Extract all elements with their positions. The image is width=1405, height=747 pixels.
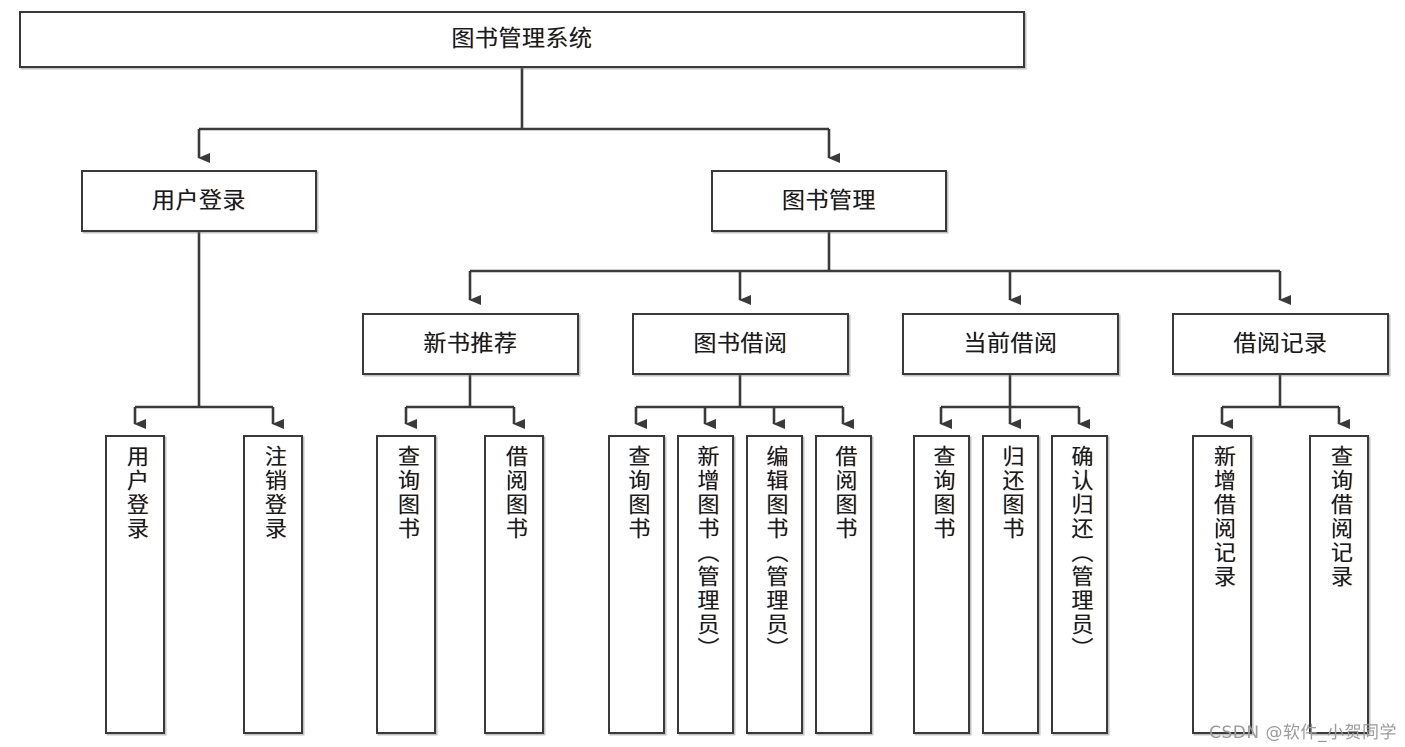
node-leaf-user-login-label: 用户登录	[123, 445, 148, 541]
node-leaf-edit-book-label: 编辑图书（管理员）	[762, 445, 788, 661]
node-current-borrow-label: 当前借阅	[963, 330, 1058, 357]
node-book-management[interactable]: 图书管理	[711, 170, 947, 232]
node-leaf-add-book-label: 新增图书（管理员）	[693, 445, 719, 661]
node-leaf-query-book-2-label: 查询图书	[624, 445, 650, 541]
node-leaf-logout[interactable]: 注销登录	[243, 435, 303, 734]
node-book-borrow-label: 图书借阅	[693, 330, 788, 357]
node-leaf-query-book-2[interactable]: 查询图书	[608, 435, 665, 734]
node-leaf-add-record-label: 新增借阅记录	[1210, 445, 1235, 589]
node-leaf-add-book[interactable]: 新增图书（管理员）	[677, 435, 734, 734]
node-leaf-query-book-1-label: 查询图书	[394, 445, 419, 541]
node-current-borrow[interactable]: 当前借阅	[902, 313, 1119, 375]
node-book-borrow[interactable]: 图书借阅	[632, 313, 849, 375]
node-leaf-borrow-book-1[interactable]: 借阅图书	[484, 435, 544, 734]
node-borrow-record-label: 借阅记录	[1233, 330, 1328, 357]
node-leaf-query-book-3[interactable]: 查询图书	[913, 435, 970, 734]
node-root-system-label: 图书管理系统	[451, 26, 593, 53]
node-leaf-query-record[interactable]: 查询借阅记录	[1309, 435, 1369, 734]
node-new-book-recommend[interactable]: 新书推荐	[362, 313, 579, 375]
node-leaf-confirm-return[interactable]: 确认归还（管理员）	[1051, 435, 1108, 734]
node-leaf-return-book[interactable]: 归还图书	[982, 435, 1039, 734]
node-new-book-recommend-label: 新书推荐	[423, 330, 518, 357]
node-leaf-query-book-3-label: 查询图书	[929, 445, 955, 541]
node-leaf-borrow-book-1-label: 借阅图书	[502, 445, 527, 541]
node-leaf-borrow-book-2[interactable]: 借阅图书	[815, 435, 872, 734]
node-leaf-confirm-return-label: 确认归还（管理员）	[1067, 445, 1093, 661]
node-leaf-query-book-1[interactable]: 查询图书	[376, 435, 436, 734]
node-leaf-query-record-label: 查询借阅记录	[1327, 445, 1352, 589]
node-leaf-add-record[interactable]: 新增借阅记录	[1192, 435, 1252, 734]
node-user-login[interactable]: 用户登录	[81, 170, 317, 232]
node-borrow-record[interactable]: 借阅记录	[1172, 313, 1389, 375]
node-leaf-return-book-label: 归还图书	[998, 445, 1024, 541]
node-leaf-logout-label: 注销登录	[261, 445, 286, 541]
node-book-management-label: 图书管理	[782, 187, 876, 214]
node-user-login-label: 用户登录	[152, 187, 246, 214]
node-leaf-borrow-book-2-label: 借阅图书	[831, 445, 857, 541]
node-leaf-edit-book[interactable]: 编辑图书（管理员）	[746, 435, 803, 734]
node-root-system[interactable]: 图书管理系统	[19, 11, 1025, 68]
node-leaf-user-login[interactable]: 用户登录	[105, 435, 165, 734]
watermark: CSDN @软件_小贺同学	[1209, 723, 1397, 743]
